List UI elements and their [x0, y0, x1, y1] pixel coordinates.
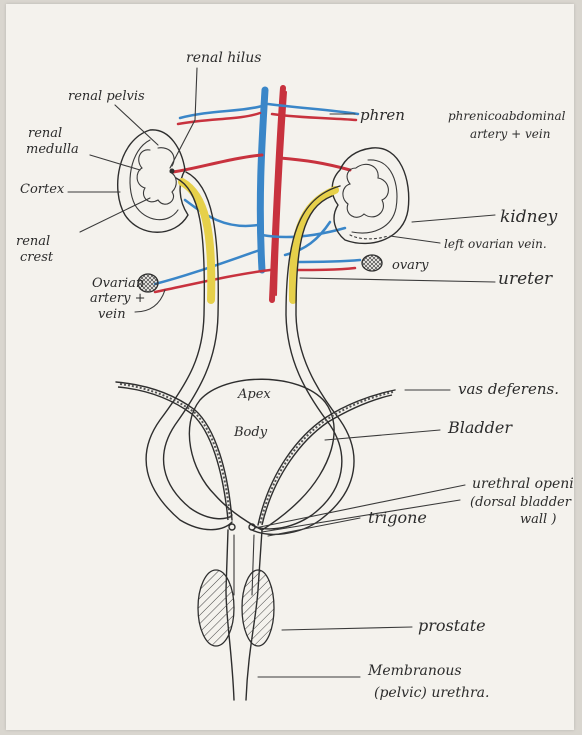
aorta	[269, 85, 287, 303]
label-trigone: trigone	[368, 508, 427, 527]
vena-cava	[256, 86, 269, 274]
right-ovary	[361, 254, 383, 272]
prostate	[197, 569, 275, 647]
phrenicoabdominal-vessels	[176, 102, 360, 126]
label-ovary: ovary	[392, 258, 429, 273]
label-renal-hilus: renal hilus	[186, 50, 261, 66]
left-ureter	[145, 171, 233, 531]
label-bladder: Bladder	[447, 418, 513, 437]
label-ovarian-3: vein	[98, 307, 126, 322]
label-renal-crest-1: renal	[16, 234, 50, 249]
label-ovarian-1: Ovarian	[92, 276, 144, 291]
label-left-ovarian-vein: left ovarian vein.	[444, 237, 547, 251]
label-renal-pelvis: renal pelvis	[68, 89, 145, 104]
vas-deferens-left	[115, 381, 233, 521]
label-prostate: prostate	[418, 616, 486, 635]
paper-sheet	[6, 4, 574, 730]
label-ureter: ureter	[498, 269, 553, 289]
leader-lines	[67, 67, 496, 678]
label-phrenicoabdominal-1: phrenicoabdominal	[448, 109, 566, 123]
label-body: Body	[233, 425, 268, 440]
label-renal-crest-2: crest	[20, 250, 54, 265]
label-apex: Apex	[237, 387, 271, 402]
label-renal-medulla-2: medulla	[26, 142, 79, 157]
label-phren: phren	[360, 106, 405, 124]
label-membranous-1: Membranous	[367, 663, 462, 679]
label-urethral-opening-1: urethral openi	[472, 476, 574, 492]
labels: renal hilus renal pelvis renal medulla C…	[16, 50, 574, 701]
label-membranous-2: (pelvic) urethra.	[374, 685, 489, 701]
right-kidney	[331, 147, 410, 245]
label-ovarian-2: artery +	[90, 291, 145, 306]
label-urethral-opening-2: (dorsal bladder	[470, 495, 572, 510]
label-renal-medulla-1: renal	[28, 126, 62, 141]
bladder	[188, 378, 335, 531]
renal-hilus-dot	[169, 168, 175, 174]
label-kidney: kidney	[500, 207, 558, 227]
left-ovary	[137, 273, 159, 293]
label-vas-deferens: vas deferens.	[458, 380, 559, 398]
ovarian-vessels	[153, 248, 362, 294]
label-phrenicoabdominal-2: artery + vein	[470, 127, 550, 141]
label-cortex: Cortex	[20, 182, 65, 197]
right-ureter	[251, 185, 355, 535]
urethral-opening-left	[228, 523, 236, 531]
urethral-opening-right	[248, 523, 256, 531]
left-kidney	[117, 129, 189, 233]
vas-deferens-right	[257, 389, 396, 526]
label-urethral-opening-3: wall )	[520, 512, 556, 527]
